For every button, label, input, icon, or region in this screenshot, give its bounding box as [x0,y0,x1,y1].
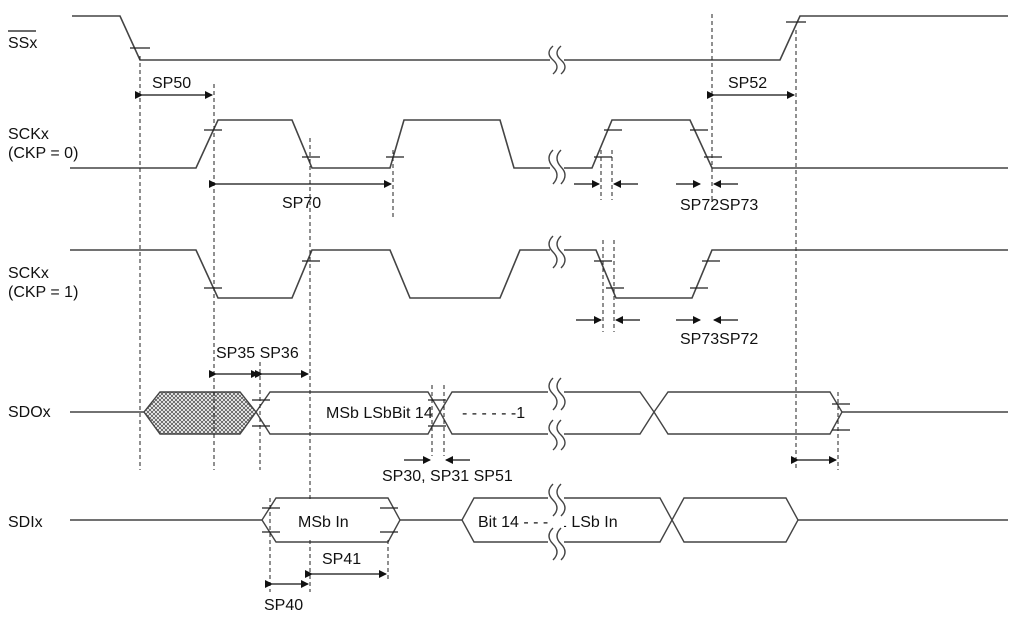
sdix-label: SDIx [8,514,43,531]
sdix-bit14-lsb-in-label: Bit 14 - - - -1 LSb In [478,514,618,531]
sckx-ckp0-polarity-label: (CKP = 0) [8,145,78,162]
break-symbol-sdox [548,377,566,451]
sdox-bit-range-label: - - - - - -1 [462,405,525,422]
sckx-ckp1-label: SCKx [8,265,49,282]
ssx-waveform [72,15,1008,61]
sdox-undefined-data [143,391,257,435]
sp52-label: SP52 [728,75,767,92]
sckx-ckp1-waveform [70,249,1008,299]
sdox-label: SDOx [8,404,51,421]
break-symbol-sdix [548,483,566,561]
sp73-sp72-label: SP73SP72 [680,331,758,348]
break-symbol-sckx-ckp0 [548,149,566,185]
sdox-msb-lsb-bit14-label: MSb LSbBit 14 [326,405,433,422]
sp50-label: SP50 [152,75,191,92]
sdix-msb-in-label: MSb In [298,514,349,531]
sp70-label: SP70 [282,195,321,212]
sdox-bus-lsb [653,391,843,435]
break-symbol-sckx-ckp1 [548,235,566,269]
sp40-label: SP40 [264,597,303,614]
sp72-sp73-label: SP72SP73 [680,197,758,214]
break-symbol-ssx [548,45,566,75]
sp30-sp31-sp51-label: SP30, SP31 SP51 [382,468,513,485]
sckx-ckp1-polarity-label: (CKP = 1) [8,284,78,301]
sdix-bus-trailing [671,497,799,543]
sp35-sp36-label: SP35 SP36 [216,345,299,362]
sckx-ckp0-waveform [70,119,1008,169]
sp41-label: SP41 [322,551,361,568]
sckx-ckp0-label: SCKx [8,126,49,143]
ssx-label: SSx [8,35,37,52]
